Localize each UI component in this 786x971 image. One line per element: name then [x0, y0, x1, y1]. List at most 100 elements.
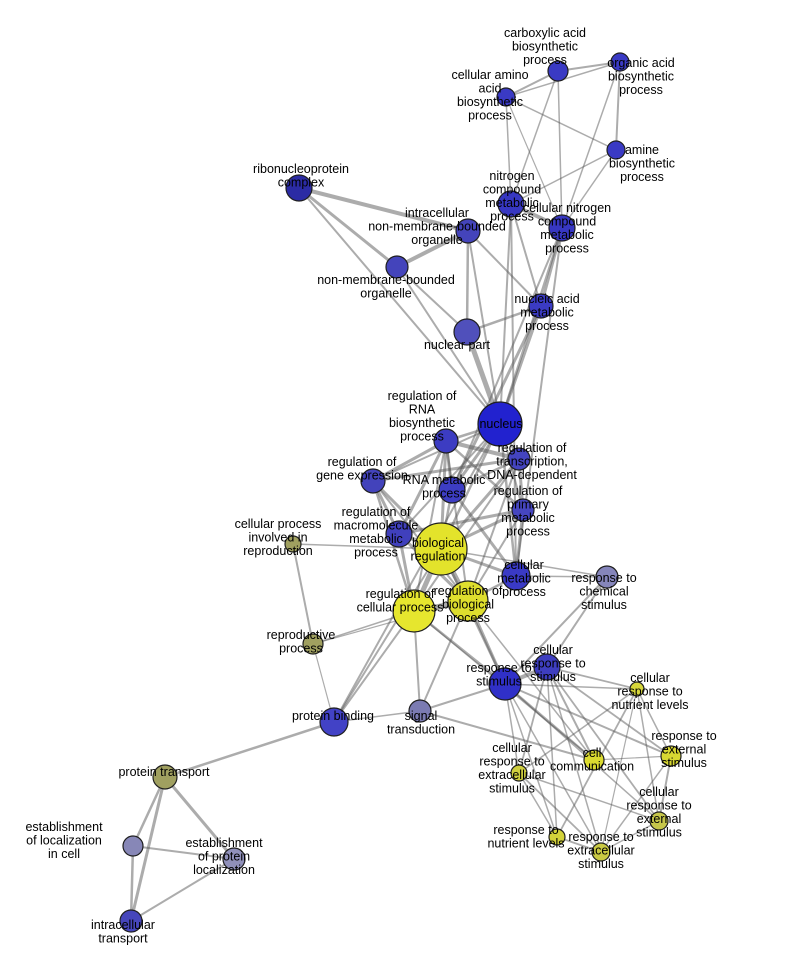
graph-node-reg_macro[interactable]: regulation of macromolecule metabolic pr…	[385, 520, 413, 548]
graph-edge	[333, 610, 415, 723]
graph-edge	[333, 548, 442, 723]
graph-node-rna_metab[interactable]: RNA metabolic process	[438, 476, 466, 504]
graph-node-carboxylic[interactable]: carboxylic acid biosynthetic process	[547, 60, 569, 82]
graph-edge	[658, 755, 672, 822]
graph-node-nonmem_org[interactable]: non-membrane-bounded organelle	[385, 255, 409, 279]
graph-node-est_loc[interactable]: establishment of localization in cell	[122, 835, 144, 857]
graph-node-reg_bio[interactable]: regulation of biological process	[447, 580, 489, 622]
graph-node-nucleus[interactable]: nucleus	[477, 401, 523, 447]
graph-node-cell_resp_nutr[interactable]: cellular response to nutrient levels	[629, 681, 645, 697]
graph-node-reg_rna[interactable]: regulation of RNA biosynthetic process	[433, 428, 459, 454]
graph-node-cell_nitrogen[interactable]: cellular nitrogen compound metabolic pro…	[548, 214, 576, 242]
graph-node-resp_chem[interactable]: response to chemical stimulus	[595, 565, 619, 589]
graph-node-resp_extra[interactable]: response to extracellular stimulus	[591, 842, 611, 862]
graph-edge	[546, 666, 660, 822]
graph-edge	[615, 61, 621, 151]
graph-node-amine[interactable]: amine biosynthetic process	[606, 140, 626, 160]
graph-edge	[636, 688, 672, 757]
graph-node-resp_nutr[interactable]: response to nutrient levels	[548, 828, 566, 846]
graph-edge	[395, 229, 470, 269]
node-label-nucleus: nucleus	[479, 417, 522, 431]
graph-edge	[504, 576, 608, 685]
graph-node-reg_cell[interactable]: regulation of cellular process	[392, 589, 436, 633]
graph-edge	[312, 600, 469, 645]
graph-edge	[396, 266, 468, 333]
graph-edge	[505, 96, 512, 205]
graph-edge	[498, 422, 518, 578]
graph-node-est_prot_loc[interactable]: establishment of protein localization	[222, 847, 246, 871]
nodes-layer: carboxylic acid biosynthetic process orga…	[119, 52, 682, 933]
graph-edge	[298, 187, 501, 425]
graph-edge	[440, 548, 608, 578]
graph-edge	[397, 439, 448, 536]
edges-layer	[129, 61, 672, 923]
graph-node-organic[interactable]: organic acid biosynthetic process	[610, 52, 630, 72]
graph-edge	[132, 845, 235, 860]
graph-edge	[600, 820, 660, 853]
graph-node-signal_trans[interactable]: signal transduction	[408, 699, 432, 723]
graph-node-resp_stim[interactable]: response to stimulus	[488, 667, 522, 701]
graph-node-cell_resp_extra[interactable]: cellular response to extracellular stimu…	[510, 764, 528, 782]
graph-node-prot_bind[interactable]: protein binding	[319, 707, 349, 737]
graph-node-intra_org[interactable]: intracellular non-membrane-bounded organ…	[455, 218, 481, 244]
graph-edge	[450, 488, 518, 578]
graph-node-cell_resp_ext[interactable]: cellular response to external stimulus	[649, 811, 669, 831]
graph-edge	[372, 423, 501, 482]
graph-edge	[546, 666, 595, 761]
graph-edge	[504, 683, 638, 690]
graph-node-prot_transport[interactable]: protein transport	[152, 764, 178, 790]
graph-edge	[333, 423, 501, 723]
graph-edge	[518, 772, 558, 838]
graph-edge	[518, 772, 602, 853]
graph-edge	[636, 688, 660, 822]
graph-edge	[505, 96, 617, 151]
graph-node-reproductive[interactable]: reproductive process	[302, 633, 324, 655]
graph-node-ribo[interactable]: ribonucleoprotein complex	[285, 174, 313, 202]
graph-node-nuclear_part[interactable]: nuclear part	[453, 318, 481, 346]
graph-edge	[515, 575, 608, 578]
graph-node-reg_gene[interactable]: regulation of gene expression	[360, 468, 386, 494]
graph-node-intra_transport[interactable]: intracellular transport	[119, 909, 143, 933]
graph-node-proc_repro[interactable]: cellular process involved in reproductio…	[284, 535, 302, 553]
node-label-prot_bind: protein binding	[292, 709, 374, 723]
graph-edge	[467, 600, 595, 761]
graph-edge	[546, 666, 602, 853]
graph-edge	[129, 775, 167, 923]
graph-edge	[561, 149, 617, 229]
graph-node-bio_reg[interactable]: biological regulation	[414, 522, 468, 576]
graph-edge	[163, 720, 336, 779]
graph-node-cell_resp_stim[interactable]: cellular response to stimulus	[533, 653, 561, 681]
graph-edge	[518, 688, 638, 774]
graph-node-reg_transcr[interactable]: regulation of transcription, DNA-depende…	[507, 447, 531, 471]
graph-node-reg_primary[interactable]: regulation of primary metabolic process	[511, 498, 535, 522]
graph-node-cell_metab[interactable]: cellular metabolic process	[501, 561, 531, 591]
graph-edge	[546, 666, 672, 757]
graph-node-cell_comm[interactable]: cell communication	[583, 749, 605, 771]
graph-node-nitrogen[interactable]: nitrogen compound metabolic process	[497, 190, 525, 218]
graph-node-resp_ext[interactable]: response to external stimulus	[660, 745, 682, 767]
graph-node-amino[interactable]: cellular amino acid biosynthetic process	[496, 87, 516, 107]
graph-node-nucleic[interactable]: nucleic acid metabolic process	[528, 293, 554, 319]
graph-edge	[396, 266, 501, 425]
